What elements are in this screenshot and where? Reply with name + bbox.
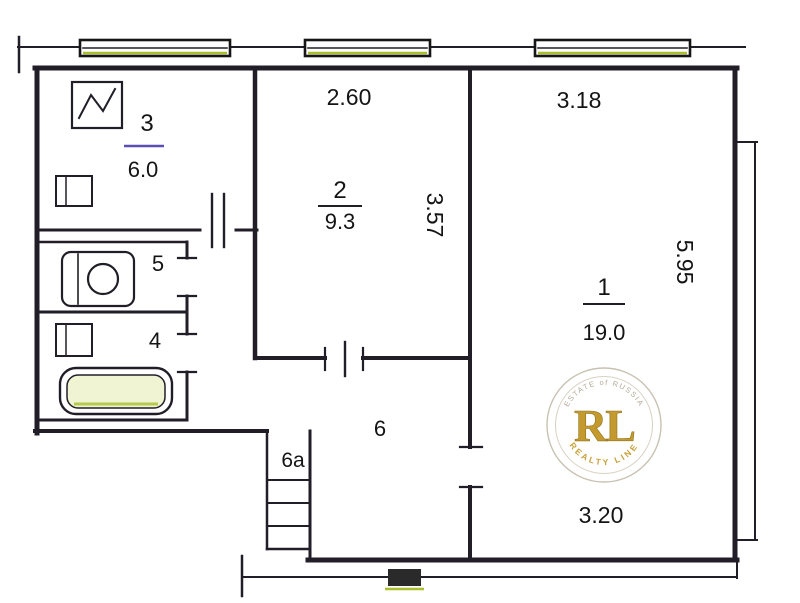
kitchen-sink-icon bbox=[55, 175, 93, 207]
window-kitchen bbox=[78, 38, 232, 58]
bathroom-sink-icon bbox=[55, 323, 93, 357]
room1-area: 19.0 bbox=[583, 320, 626, 345]
window-symbols bbox=[78, 38, 692, 58]
room5-number: 5 bbox=[152, 251, 164, 276]
room6-number: 6 bbox=[374, 416, 386, 441]
room2-number: 2 bbox=[333, 177, 346, 204]
room6a-number: 6a bbox=[281, 449, 305, 472]
dim-room2-width-top: 2.60 bbox=[327, 84, 372, 110]
dim-room1-depth-right: 5.95 bbox=[672, 240, 698, 285]
window-room2 bbox=[303, 38, 432, 58]
room4-number: 4 bbox=[149, 328, 161, 353]
watermark-ring-inner bbox=[555, 376, 653, 474]
dimension-labels: 2.60 3.57 3.18 5.95 3.20 bbox=[327, 84, 698, 528]
room3-number: 3 bbox=[140, 110, 153, 137]
stove-icon bbox=[70, 80, 124, 130]
bathtub-icon bbox=[58, 366, 174, 416]
room2-area: 9.3 bbox=[325, 209, 356, 234]
room-label-1: 1 19.0 bbox=[583, 274, 626, 345]
window-room1 bbox=[533, 38, 692, 58]
dim-room1-width-bottom: 3.20 bbox=[579, 502, 624, 528]
watermark-ring-outer bbox=[546, 367, 662, 483]
toilet-icon bbox=[60, 250, 136, 308]
walls bbox=[32, 65, 740, 563]
room3-area: 6.0 bbox=[128, 157, 159, 182]
watermark-initials: RL bbox=[574, 400, 634, 451]
facade-lines bbox=[17, 35, 758, 598]
room-label-3: 3 6.0 bbox=[124, 110, 164, 182]
room-label-2: 2 9.3 bbox=[318, 177, 362, 234]
room1-number: 1 bbox=[597, 274, 610, 301]
dim-room2-depth-right: 3.57 bbox=[422, 193, 448, 238]
dim-room1-width-top: 3.18 bbox=[557, 87, 602, 113]
closet-shelves bbox=[266, 479, 311, 527]
door-marks bbox=[176, 192, 484, 489]
watermark: ESTATE of RUSSIA RL REALTY LINE bbox=[546, 367, 662, 483]
